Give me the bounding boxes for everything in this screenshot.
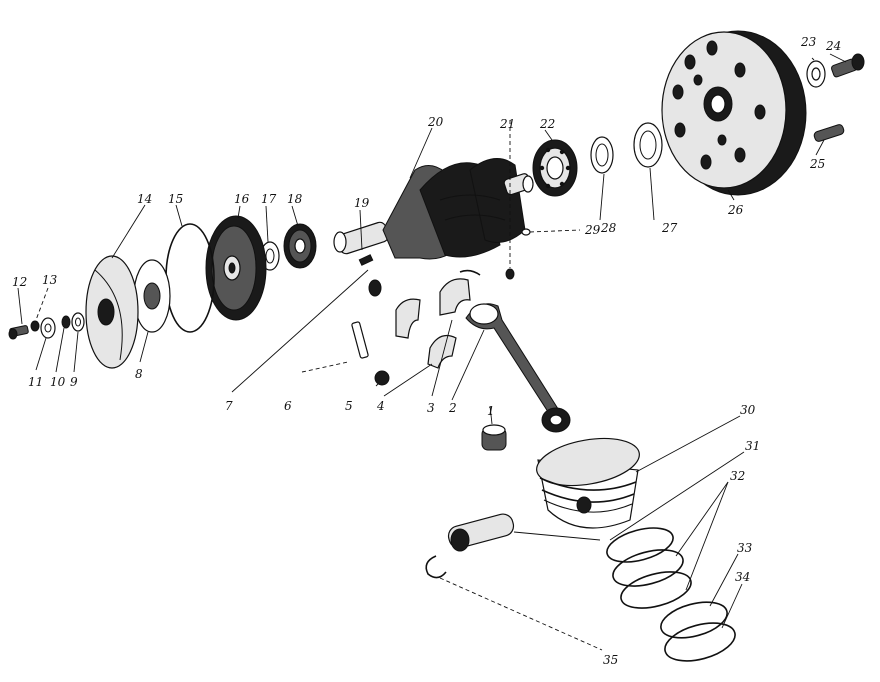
cap-7	[368, 279, 382, 297]
label-25: 25	[809, 157, 825, 171]
piston	[536, 437, 640, 529]
bolt-6	[351, 321, 369, 359]
bolt-24	[831, 53, 865, 78]
label-35: 35	[603, 653, 618, 667]
gear-16	[205, 215, 267, 321]
label-5: 5	[345, 399, 353, 413]
bearing-shell-4	[395, 298, 457, 369]
crankshaft	[333, 158, 534, 260]
label-23: 23	[800, 35, 817, 49]
leader-35	[439, 577, 603, 651]
washer-9	[71, 312, 85, 332]
label-3: 3	[427, 401, 435, 415]
label-24: 24	[825, 39, 841, 53]
washer-11	[40, 317, 56, 339]
label-22: 22	[539, 117, 555, 131]
label-29: 29	[584, 223, 601, 237]
leader-piston-pin	[513, 531, 601, 541]
ring-32a	[612, 549, 684, 587]
label-18: 18	[287, 192, 303, 206]
seal-27	[633, 122, 663, 168]
seal-8	[133, 259, 171, 333]
label-30: 30	[740, 403, 756, 417]
label-8: 8	[135, 367, 143, 381]
label-1: 1	[487, 404, 495, 418]
label-21: 21	[499, 117, 515, 131]
nut-5	[374, 370, 390, 386]
label-20: 20	[427, 115, 444, 129]
label-16: 16	[234, 192, 250, 206]
label-6: 6	[284, 399, 292, 413]
pin-25	[813, 124, 845, 142]
washer-23	[806, 60, 826, 88]
label-28: 28	[600, 221, 617, 235]
label-14: 14	[137, 192, 152, 206]
label-33: 33	[737, 541, 753, 555]
label-17: 17	[261, 192, 277, 206]
washer-10	[61, 315, 71, 329]
bolt-12	[8, 325, 29, 340]
leader-29	[529, 229, 581, 233]
label-4: 4	[376, 399, 385, 413]
ring-28	[590, 136, 614, 174]
ring-33	[660, 601, 728, 639]
label-34: 34	[735, 570, 750, 584]
bearing-shell-3	[439, 269, 481, 316]
circlip-35	[425, 555, 447, 579]
ring-34	[664, 622, 736, 662]
leader-lines	[17, 53, 847, 629]
gear-18	[283, 223, 317, 269]
label-27: 27	[661, 221, 678, 235]
flywheel	[661, 30, 807, 196]
label-9: 9	[70, 375, 78, 389]
label-26: 26	[727, 203, 744, 217]
label-32: 32	[730, 469, 745, 483]
label-31: 31	[745, 439, 760, 453]
label-13: 13	[42, 273, 58, 287]
ring-32b	[620, 571, 692, 609]
ring-31	[606, 527, 674, 563]
plug-21	[505, 268, 515, 280]
piston-pin	[447, 513, 515, 552]
label-2: 2	[448, 401, 457, 415]
plug-29	[521, 228, 531, 236]
key-19	[358, 254, 374, 266]
connecting-rod	[465, 303, 571, 433]
label-12: 12	[12, 275, 27, 289]
label-10: 10	[50, 375, 66, 389]
bushing-1	[481, 424, 507, 451]
washer-13	[30, 320, 40, 332]
label-19: 19	[354, 196, 370, 210]
label-15: 15	[168, 192, 183, 206]
bearing-22	[532, 139, 578, 197]
cover-14	[85, 255, 139, 369]
part-labels: 1 2 3 4 5 6 7 8 9 10 11 12 13 14 15 16 1…	[12, 35, 841, 667]
label-11: 11	[28, 375, 43, 389]
label-7: 7	[225, 399, 233, 413]
